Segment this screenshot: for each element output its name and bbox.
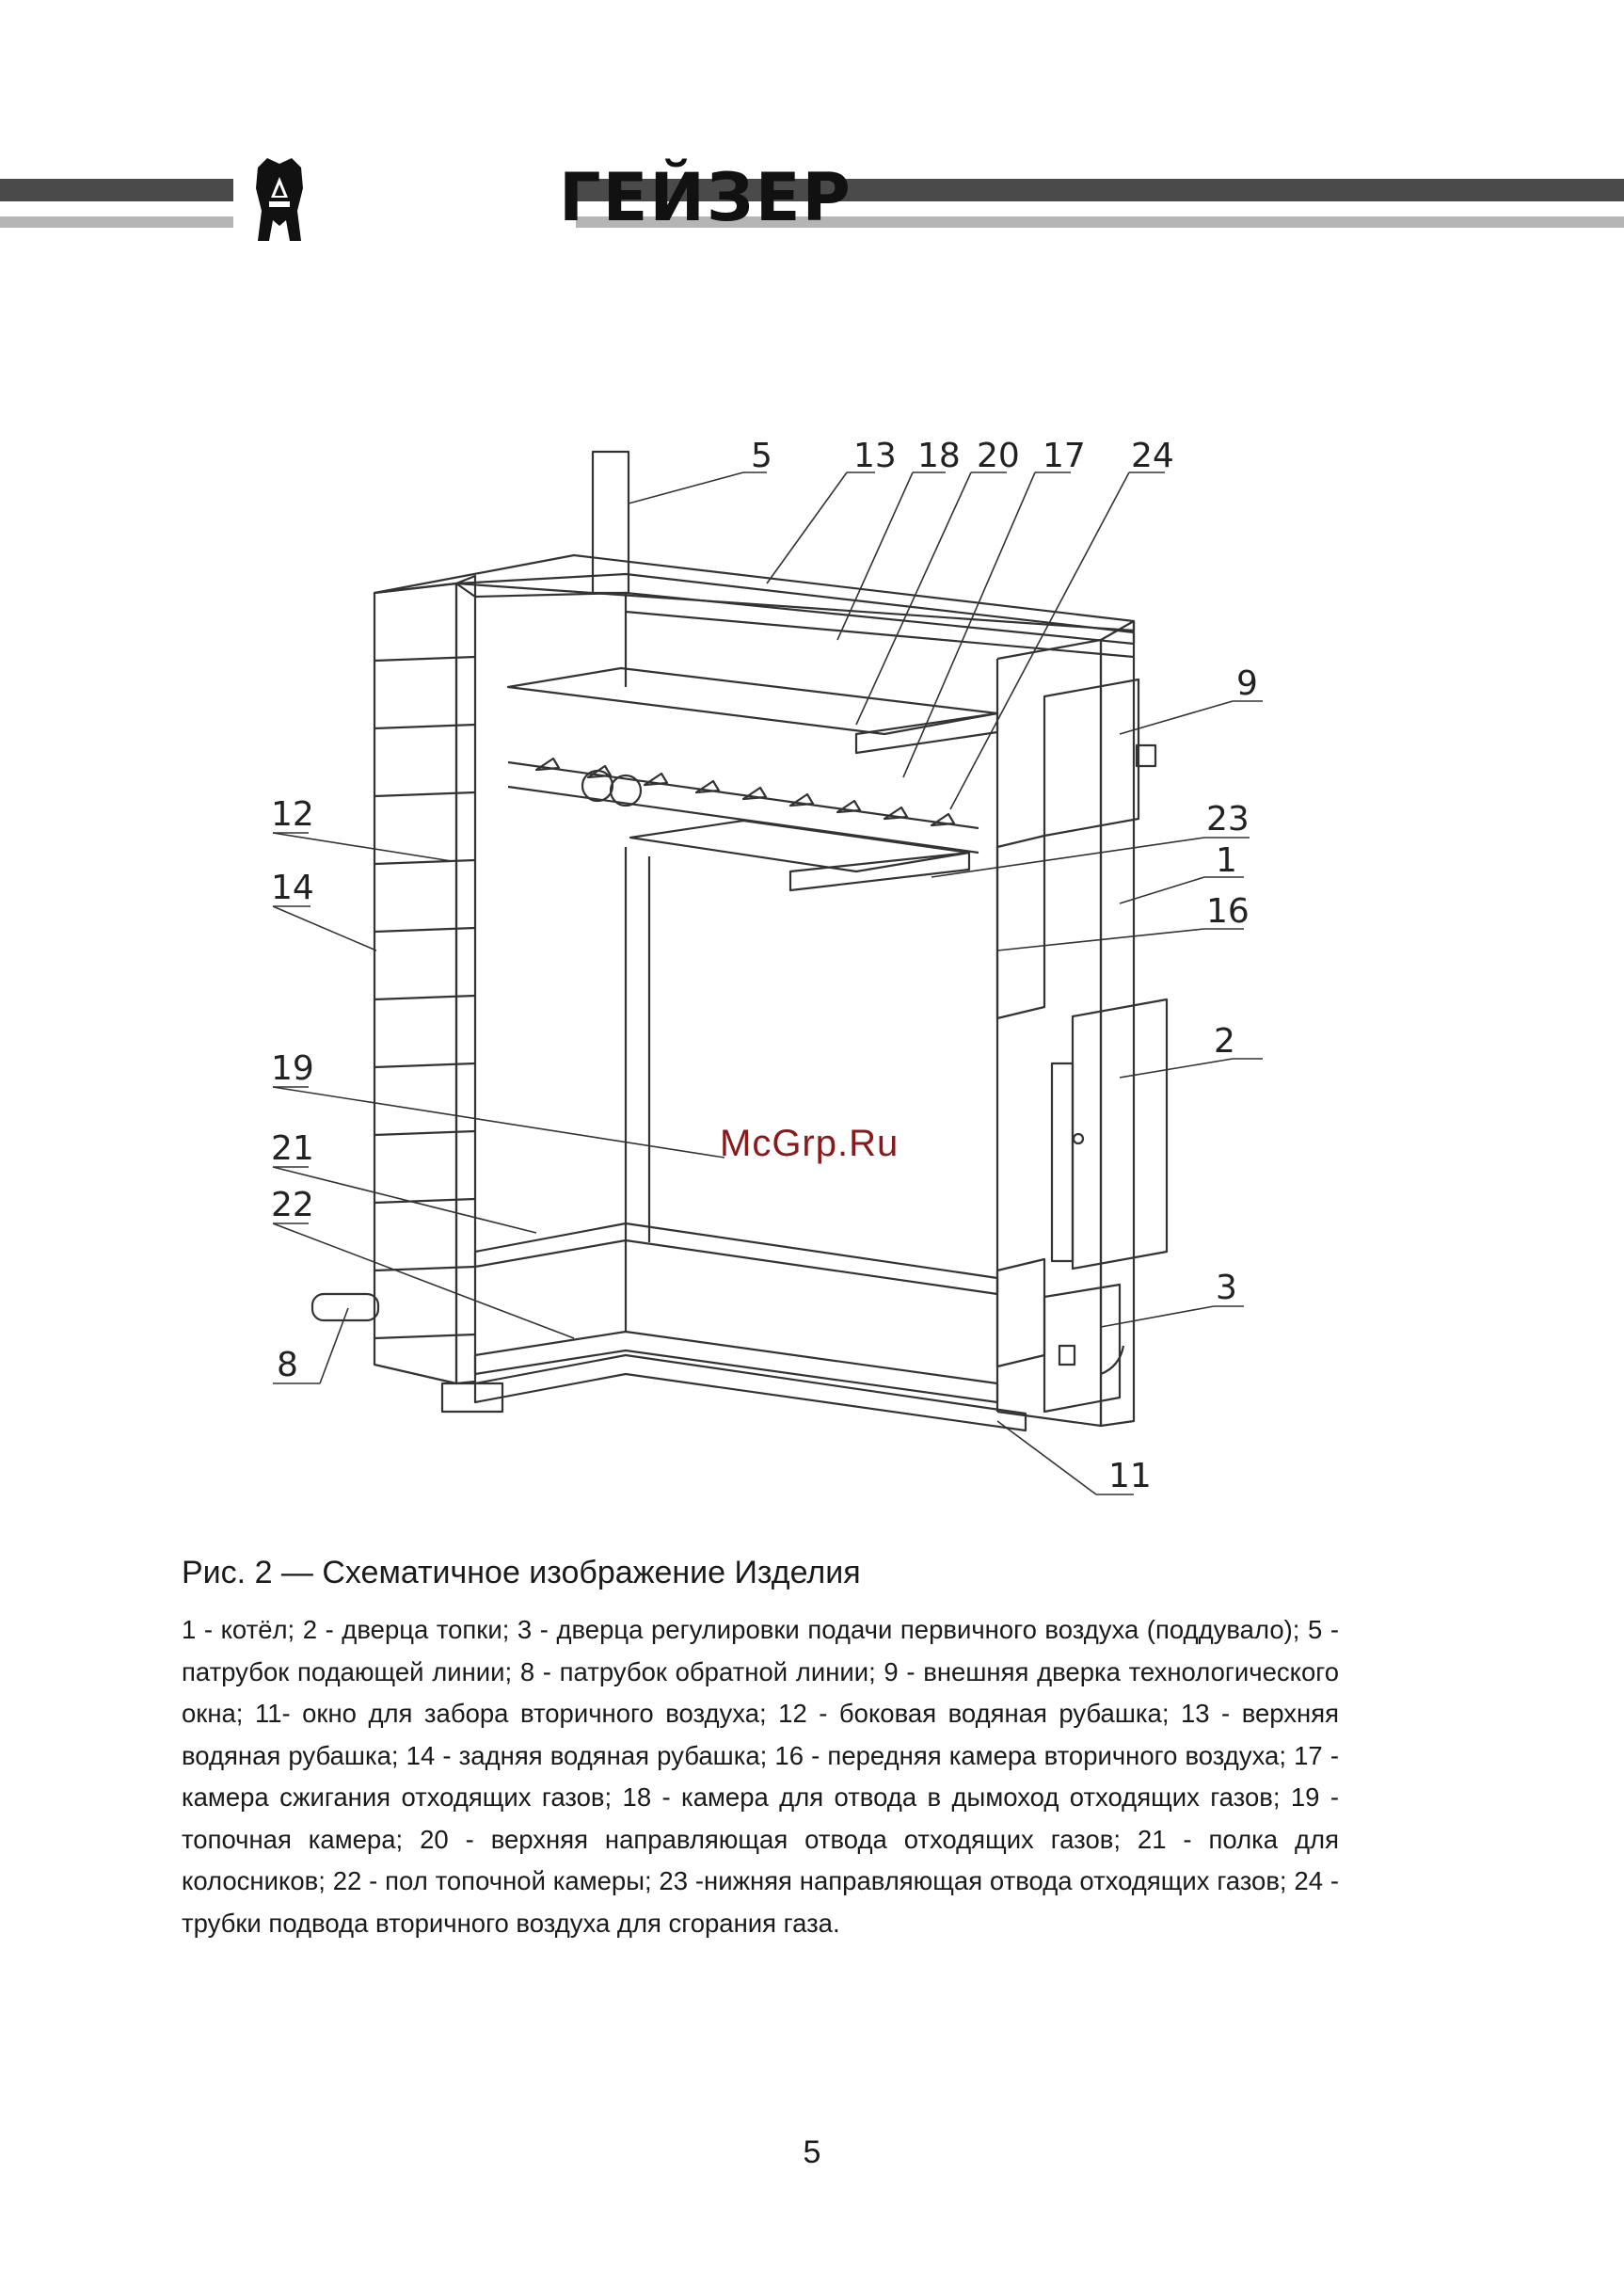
callout-23: 23: [1206, 800, 1250, 839]
callout-14: 14: [271, 869, 314, 907]
front-secondary-air-chamber: [995, 834, 1046, 1020]
front-panel: [1099, 619, 1136, 1428]
page-number: 5: [803, 2134, 821, 2170]
figure-caption-title: Рис. 2 — Схематичное изображение Изделия: [182, 1555, 861, 1590]
callout-21: 21: [271, 1129, 314, 1168]
callout-13: 13: [853, 437, 897, 475]
secondary-air-window: [473, 1353, 1027, 1432]
callout-20: 20: [977, 437, 1020, 475]
boiler-diagram: 5 13 18 20 17 24 9 23 1 16 12 14 2 19 21…: [254, 414, 1298, 1506]
callout-12: 12: [271, 795, 314, 834]
firebox-floor: [473, 1330, 999, 1404]
callout-3: 3: [1216, 1269, 1237, 1307]
watermark: McGrp.Ru: [720, 1123, 899, 1164]
rear-water-jacket: [373, 582, 458, 1385]
firebox-door: [1071, 998, 1169, 1270]
callout-9: 9: [1236, 664, 1258, 703]
callout-11: 11: [1108, 1457, 1152, 1495]
callout-19: 19: [271, 1049, 314, 1088]
page-header: ГЕЙЗЕР: [0, 151, 1624, 245]
callout-17: 17: [1043, 437, 1086, 475]
brand-logo: ГЕЙЗЕР: [247, 151, 851, 245]
side-water-jacket: [454, 574, 477, 1385]
callout-18: 18: [917, 437, 961, 475]
callout-5: 5: [751, 437, 772, 475]
boiler-schematic: 5 13 18 20 17 24 9 23 1 16 12 14 2 19 21…: [271, 437, 1263, 1495]
header-band-light-left: [0, 216, 233, 228]
callout-1: 1: [1216, 841, 1237, 880]
grate-shelf: [473, 1222, 999, 1296]
callout-2: 2: [1214, 1022, 1235, 1061]
callout-22: 22: [271, 1186, 314, 1224]
callout-8: 8: [277, 1346, 298, 1384]
supply-pipe: [591, 450, 630, 595]
air-nozzles: [534, 757, 956, 827]
inspection-door: [1043, 678, 1140, 838]
callout-16: 16: [1206, 892, 1250, 931]
brand-name: ГЕЙЗЕР: [559, 159, 852, 236]
geyser-emblem-icon: [256, 158, 303, 241]
return-pipe: [310, 1292, 380, 1322]
header-band-light-right: [576, 216, 1624, 228]
figure-caption-legend: 1 - котёл; 2 - дверца топки; 3 - дверца …: [182, 1615, 1339, 1938]
ash-door: [1043, 1283, 1122, 1414]
callout-24: 24: [1131, 437, 1174, 475]
header-band-dark-right: [576, 179, 1624, 201]
header-band-dark-left: [0, 179, 233, 201]
